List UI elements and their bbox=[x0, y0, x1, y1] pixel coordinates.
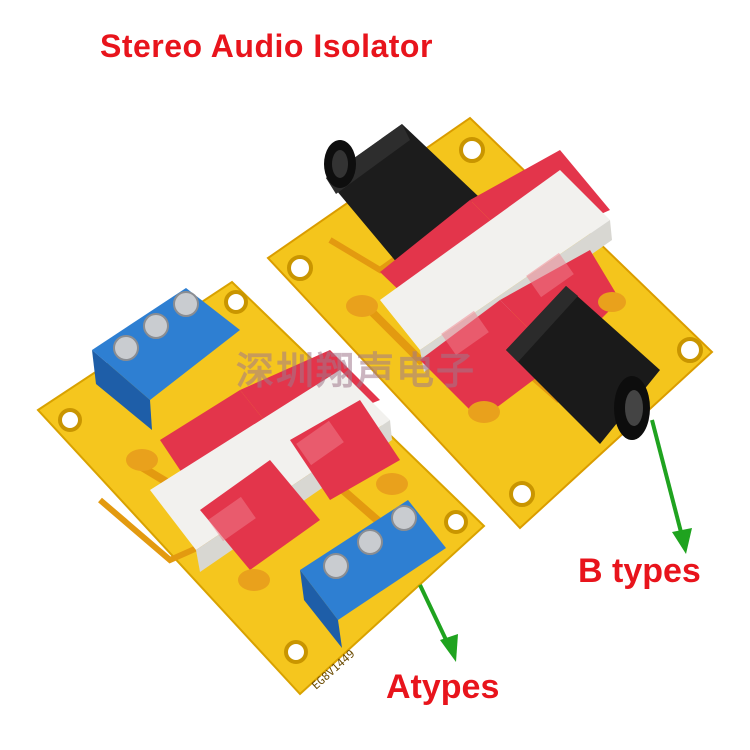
a-type-label: Atypes bbox=[386, 668, 500, 706]
audio-jack-bottom bbox=[506, 286, 660, 444]
product-title: Stereo Audio Isolator bbox=[100, 28, 433, 64]
watermark-text: 深圳翔声电子 bbox=[236, 349, 477, 393]
board-a: EG8V1449 bbox=[36, 280, 486, 696]
arrow-a-icon bbox=[418, 584, 458, 662]
terminal-block-bottom bbox=[300, 500, 446, 648]
board-b bbox=[266, 116, 714, 530]
audio-jack-top bbox=[324, 124, 478, 264]
terminal-block-top bbox=[92, 288, 240, 430]
b-type-label: B types bbox=[578, 552, 701, 590]
arrow-b-icon bbox=[650, 419, 692, 554]
transformers-a bbox=[150, 350, 400, 572]
